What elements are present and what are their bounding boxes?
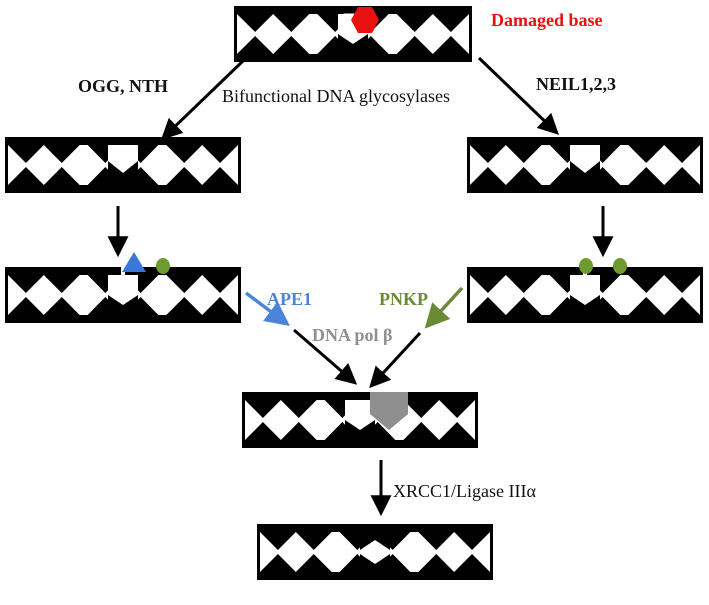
- base-pair-top: [454, 532, 490, 550]
- base-pair-top: [403, 400, 440, 418]
- dna-pol-beta-label: DNA pol β: [312, 325, 393, 345]
- base-pair-top: [166, 145, 203, 163]
- arrow-top-to-right: [477, 56, 560, 135]
- base-pair-top: [202, 145, 238, 163]
- gap-lower-base: [570, 161, 600, 185]
- green-dot-marker-right-a: [579, 258, 593, 274]
- dna-right-1: [467, 137, 703, 193]
- base-pair-top: [628, 145, 665, 163]
- base-pair-bottom: [202, 297, 238, 315]
- base-pair-bottom: [260, 554, 296, 572]
- base-pair-bottom: [664, 167, 700, 185]
- damaged-base-label: Damaged base: [491, 10, 603, 30]
- base-pair-bottom: [505, 297, 542, 315]
- dna-left-2: [5, 267, 241, 323]
- green-dot-marker-right-b: [613, 258, 627, 274]
- base-pair-bottom: [664, 297, 700, 315]
- base-pair-top: [505, 275, 542, 293]
- base-pair-top: [432, 14, 469, 32]
- blue-triangle-marker: [122, 252, 146, 272]
- base-pair-bottom: [237, 36, 274, 54]
- base-pair-top: [43, 275, 80, 293]
- base-pair-bottom: [280, 422, 317, 440]
- arrow-pnkp-black: [369, 331, 422, 389]
- base-pair-bottom: [166, 297, 203, 315]
- base-pair-top: [8, 275, 44, 293]
- base-pair-top: [245, 400, 281, 418]
- arrow-ape1-black: [293, 328, 358, 385]
- gap-lower-base: [108, 295, 138, 315]
- base-pair-bottom: [454, 554, 490, 572]
- base-pair-top: [8, 145, 44, 163]
- base-pair-bottom: [245, 422, 281, 440]
- gap-lower-base: [108, 161, 138, 185]
- base-pair-bottom: [43, 297, 80, 315]
- gap-lower-base: [338, 34, 368, 54]
- repaired-base-top: [360, 532, 390, 550]
- base-pair-top: [664, 145, 700, 163]
- base-pair-bottom: [202, 167, 238, 185]
- ogg-nth-label: OGG, NTH: [78, 76, 168, 96]
- base-pair-bottom: [295, 554, 332, 572]
- base-pair-top: [43, 145, 80, 163]
- base-pair-bottom: [43, 167, 80, 185]
- base-pair-bottom: [470, 297, 506, 315]
- base-pair-bottom: [396, 36, 433, 54]
- base-pair-bottom: [418, 554, 455, 572]
- base-pair-top: [166, 275, 203, 293]
- arrow-top-to-left: [160, 58, 246, 140]
- base-pair-bottom: [628, 297, 665, 315]
- base-pair-bottom: [439, 422, 475, 440]
- dna-middle: [242, 392, 478, 448]
- dna-left-1: [5, 137, 241, 193]
- inserted-nucleotide-marker: [370, 392, 408, 430]
- base-pair-bottom: [273, 36, 310, 54]
- base-pair-top: [470, 145, 506, 163]
- arrow-pnkp-green: [424, 286, 464, 329]
- base-pair-top: [418, 532, 455, 550]
- base-pair-top: [439, 400, 475, 418]
- base-pair-bottom: [432, 36, 469, 54]
- base-pair-bottom: [470, 167, 506, 185]
- bifunctional-glycosylases-label: Bifunctional DNA glycosylases: [222, 86, 450, 106]
- base-pair-top: [280, 400, 317, 418]
- base-pair-top: [273, 14, 310, 32]
- base-pair-bottom: [166, 167, 203, 185]
- repaired-base-bottom: [360, 554, 390, 572]
- arrow-ape1-blue: [244, 291, 290, 326]
- dna-right-2: [467, 267, 703, 323]
- base-pair-top: [396, 14, 433, 32]
- base-pair-bottom: [628, 167, 665, 185]
- base-pair-top: [505, 145, 542, 163]
- base-pair-top: [295, 532, 332, 550]
- base-pair-bottom: [403, 422, 440, 440]
- ape1-label: APE1: [267, 289, 312, 309]
- neil-label: NEIL1,2,3: [536, 74, 616, 94]
- damaged-base-hexagon: [351, 7, 379, 33]
- base-pair-bottom: [8, 167, 44, 185]
- base-pair-top: [664, 275, 700, 293]
- green-dot-marker-left: [156, 258, 170, 274]
- base-pair-bottom: [8, 297, 44, 315]
- base-pair-bottom: [505, 167, 542, 185]
- dna-top: [234, 6, 472, 62]
- gap-lower-base: [570, 295, 600, 315]
- base-pair-top: [628, 275, 665, 293]
- gap-lower-base: [345, 420, 375, 440]
- xrcc1-ligase-label: XRCC1/Ligase IIIα: [393, 481, 536, 501]
- base-pair-top: [237, 14, 274, 32]
- base-pair-top: [202, 275, 238, 293]
- base-pair-top: [470, 275, 506, 293]
- pnkp-label: PNKP: [379, 289, 428, 309]
- dna-bottom: [257, 524, 493, 580]
- base-pair-top: [260, 532, 296, 550]
